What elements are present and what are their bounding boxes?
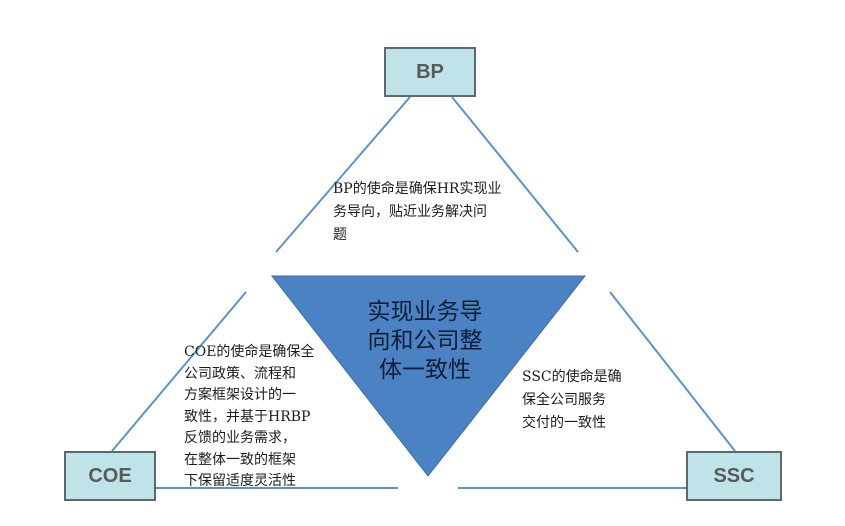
line-bp-ssc-upper <box>451 96 579 253</box>
line-bp-coe-upper <box>275 96 411 253</box>
ssc-description: SSC的使命是确 保全公司服务 交付的一致性 <box>522 369 622 431</box>
node-coe: COE <box>64 451 156 501</box>
bp-description: BP的使命是确保HR实现业 务导向，贴近业务解决问 题 <box>333 181 502 243</box>
node-ssc-label: SSC <box>713 464 755 487</box>
center-label: 实现业务导 向和公司整 体一致性 <box>367 299 483 383</box>
line-bp-ssc-lower <box>609 291 736 452</box>
center-triangle <box>270 275 587 477</box>
line-bp-coe-lower <box>111 291 247 452</box>
node-bp-label: BP <box>416 60 444 83</box>
node-ssc: SSC <box>686 451 782 501</box>
node-coe-label: COE <box>88 464 132 487</box>
coe-description: COE的使命是确保全 公司政策、流程和 方案框架设计的一 致性，并基于HRBP … <box>184 344 315 489</box>
node-bp: BP <box>384 47 476 97</box>
